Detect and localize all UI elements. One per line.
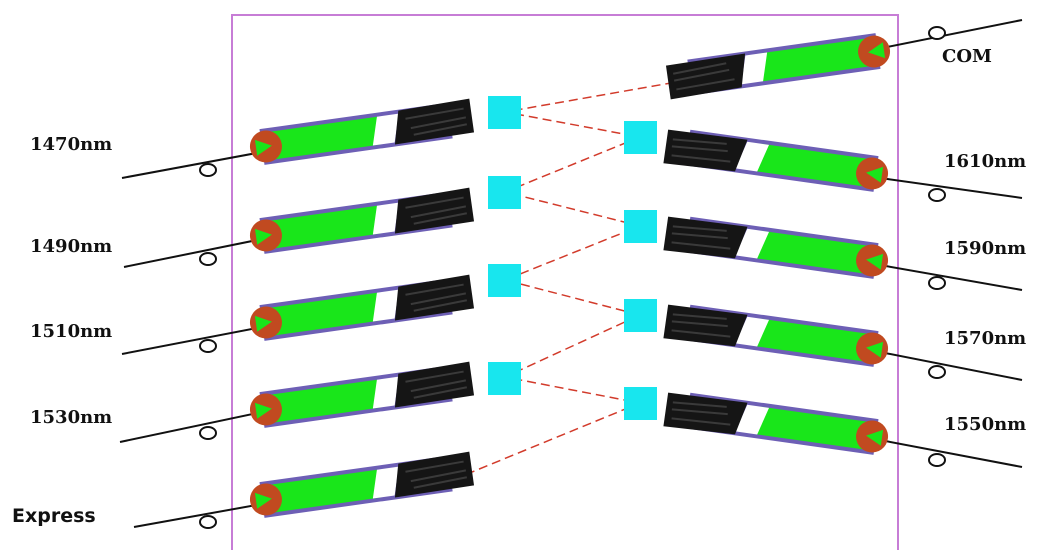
- collimator-express: [246, 450, 476, 521]
- loop-1510nm: [199, 339, 217, 353]
- fiber-1590nm: [879, 264, 1023, 291]
- housing-frame: [231, 14, 899, 550]
- fiber-1570nm: [879, 351, 1023, 381]
- loop-1610nm: [928, 188, 946, 202]
- label-1550nm: 1550nm: [944, 414, 1026, 435]
- collimator-1610nm: [662, 125, 892, 196]
- loop-1470nm: [199, 163, 217, 177]
- optical-path: [471, 79, 689, 473]
- fiber-1550nm: [879, 439, 1023, 468]
- fiber-1610nm: [879, 177, 1023, 199]
- label-1510nm: 1510nm: [30, 321, 112, 342]
- label-1530nm: 1530nm: [30, 407, 112, 428]
- filter-left-1: [488, 96, 521, 129]
- label-1490nm: 1490nm: [30, 236, 112, 257]
- right-labels: COM 1610nm 1590nm 1570nm 1550nm: [942, 46, 1026, 435]
- filter-right-1: [624, 121, 657, 154]
- loop-com: [928, 26, 946, 40]
- label-com: COM: [942, 46, 992, 67]
- optical-path-line: [471, 79, 689, 473]
- filter-left-4: [488, 362, 521, 395]
- loop-1590nm: [928, 276, 946, 290]
- label-express: Express: [12, 505, 96, 527]
- filters: [488, 96, 657, 420]
- label-1570nm: 1570nm: [944, 328, 1026, 349]
- collimator-1510nm: [246, 273, 476, 344]
- filter-right-4: [624, 387, 657, 420]
- fiber-1470nm: [121, 151, 263, 179]
- left-fiber-loops: [199, 163, 217, 529]
- collimator-1490nm: [246, 186, 476, 257]
- loop-1490nm: [199, 252, 217, 266]
- loop-1530nm: [199, 426, 217, 440]
- fiber-express: [133, 503, 263, 528]
- right-collimators: [662, 30, 894, 459]
- left-fibers: [119, 151, 263, 528]
- filter-right-2: [624, 210, 657, 243]
- right-fiber-loops: [928, 26, 946, 467]
- loop-1550nm: [928, 453, 946, 467]
- collimator-1470nm: [246, 97, 476, 168]
- fiber-com: [881, 19, 1023, 49]
- collimator-com: [664, 30, 894, 101]
- label-1610nm: 1610nm: [944, 151, 1026, 172]
- label-1590nm: 1590nm: [944, 238, 1026, 259]
- fiber-1490nm: [123, 238, 263, 268]
- filter-left-2: [488, 176, 521, 209]
- collimator-1570nm: [662, 300, 892, 371]
- left-collimators: [246, 97, 476, 521]
- filter-left-3: [488, 264, 521, 297]
- loop-1570nm: [928, 365, 946, 379]
- collimator-1530nm: [246, 360, 476, 431]
- left-labels: 1470nm 1490nm 1510nm 1530nm Express: [12, 134, 112, 527]
- loop-express: [199, 515, 217, 529]
- fiber-1510nm: [121, 326, 263, 355]
- filter-right-3: [624, 299, 657, 332]
- label-1470nm: 1470nm: [30, 134, 112, 155]
- collimator-1590nm: [662, 212, 892, 283]
- collimator-1550nm: [662, 388, 892, 459]
- fiber-1530nm: [119, 411, 263, 443]
- right-fibers: [879, 19, 1023, 468]
